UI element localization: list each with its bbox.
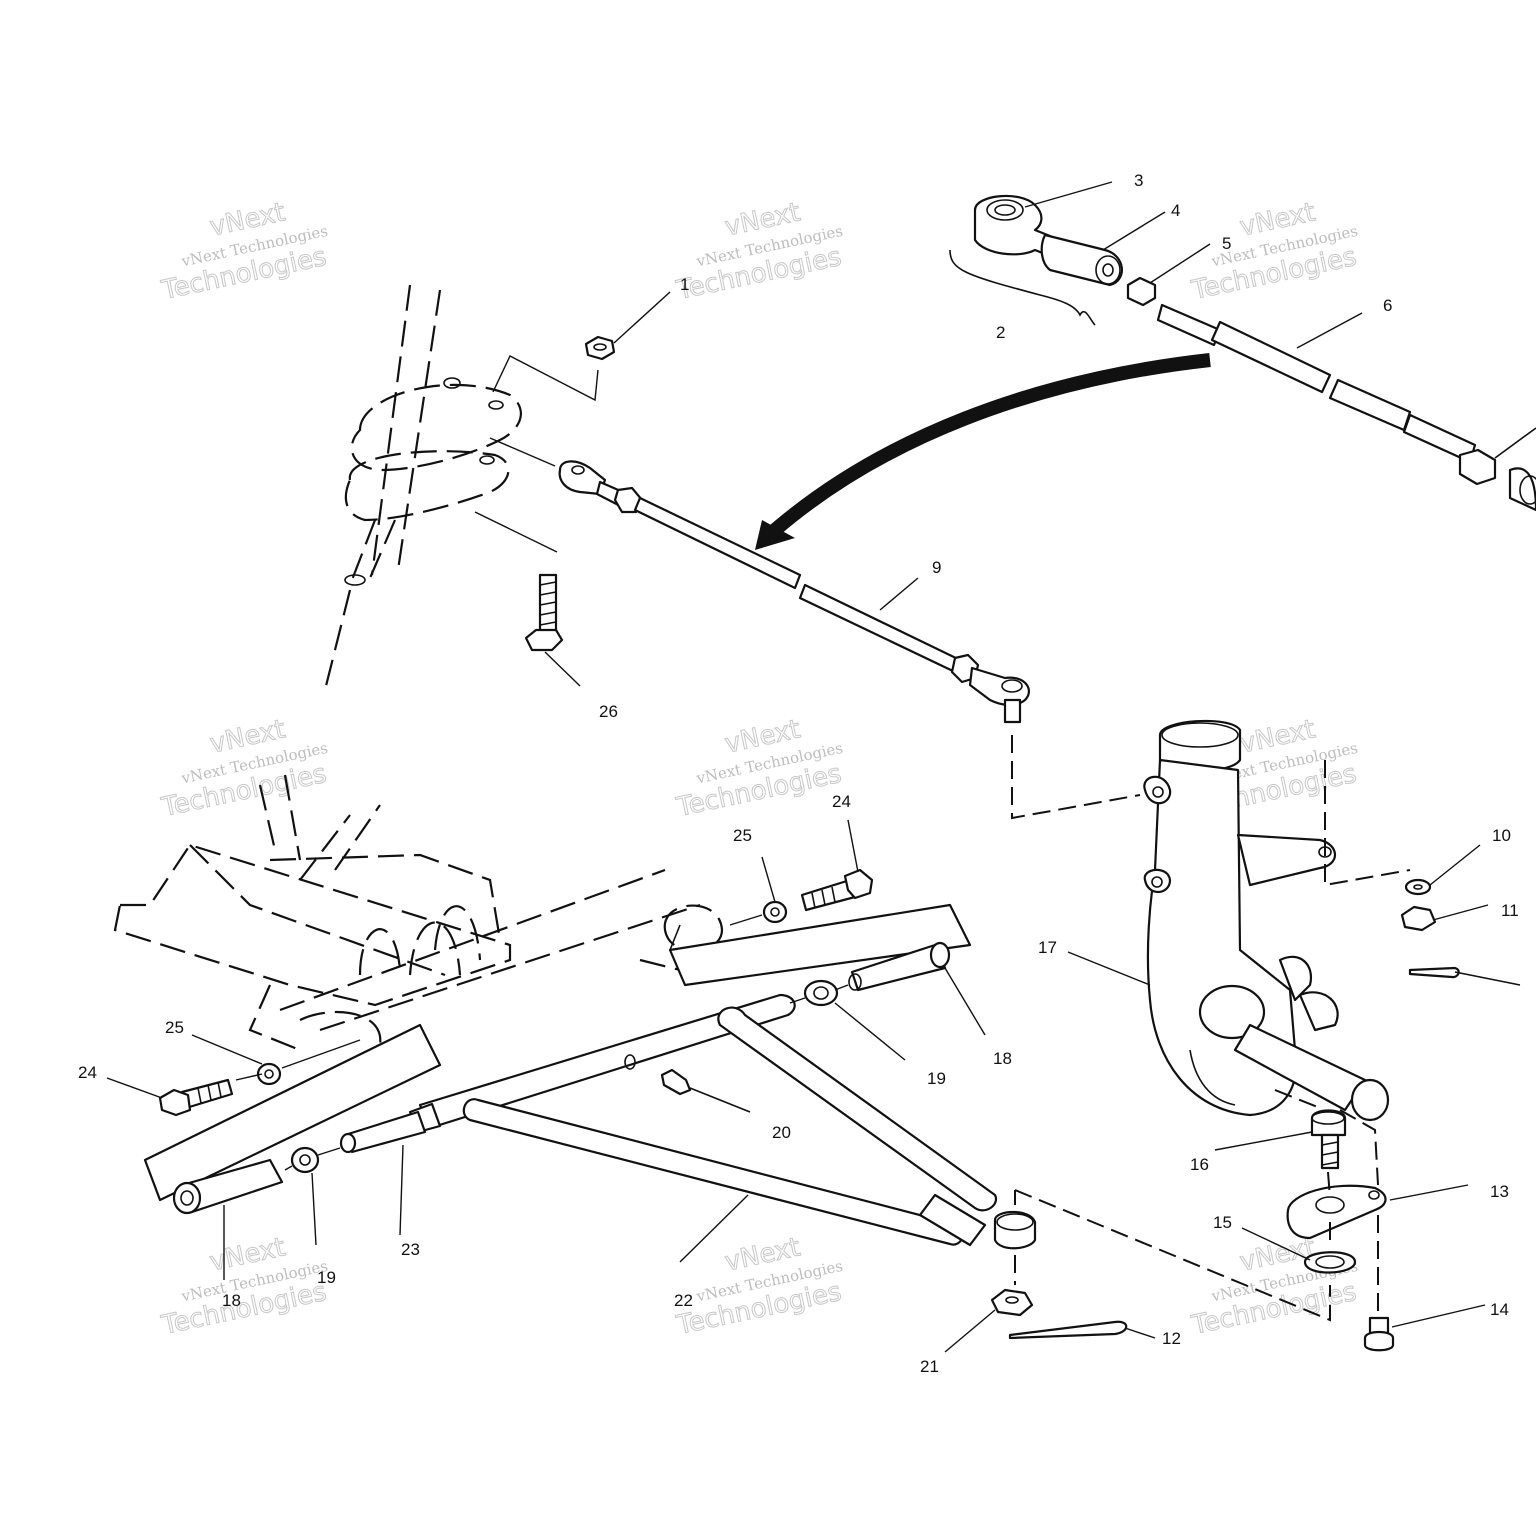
- callout-17: 17: [1038, 938, 1057, 957]
- assembly-line-arm-nut: [1324, 760, 1411, 887]
- callout-6: 6: [1383, 296, 1392, 315]
- seal-part-15: [1303, 1251, 1357, 1274]
- assembly-line-bolt: [474, 511, 558, 553]
- callout-24-front: 24: [78, 1063, 97, 1082]
- bolt-part-16: [1310, 1109, 1347, 1170]
- bushing-part-19-rear: [803, 979, 839, 1007]
- watermark-top-left: vNext vNext Technologies Technologies: [158, 197, 330, 307]
- callout-1: 1: [680, 275, 689, 294]
- nut-part-11: [1400, 905, 1437, 932]
- watermark-mid-center: vNext vNext Technologies Technologies: [673, 714, 845, 824]
- callout-3: 3: [1134, 171, 1143, 190]
- callout-2: 2: [996, 323, 1005, 342]
- assembly-line-rear-bolt: [729, 914, 763, 926]
- watermark-bottom-left: vNext vNext Technologies Technologies: [158, 1232, 330, 1342]
- assembly-line-bushing: [789, 984, 849, 1004]
- curved-arrow: [755, 353, 1211, 550]
- bolt-part-24-front: [158, 1078, 234, 1117]
- cotter-pin-right: [1408, 966, 1521, 986]
- callout-19-rear: 19: [927, 1069, 946, 1088]
- mount-bracket-rear: [668, 903, 972, 987]
- a-arm-part-22: [408, 993, 1037, 1250]
- washer-part-25-front: [256, 1062, 282, 1086]
- frame-phantom: [113, 774, 724, 1052]
- screw-part-14: [1363, 1316, 1395, 1352]
- callout-19-front: 19: [317, 1268, 336, 1287]
- adjuster-rod-part-6: [1156, 303, 1536, 512]
- callout-15: 15: [1213, 1213, 1232, 1232]
- plate-part-13: [1286, 1184, 1387, 1240]
- callout-13: 13: [1490, 1182, 1509, 1201]
- washer-part-25-rear: [762, 900, 788, 924]
- assembly-line-ball-joint: [1014, 1189, 1331, 1322]
- callout-20: 20: [772, 1123, 791, 1142]
- nut-part-5: [1126, 276, 1157, 307]
- callout-25-rear: 25: [733, 826, 752, 845]
- castle-nut-part-21: [990, 1288, 1034, 1317]
- callout-9: 9: [932, 558, 941, 577]
- grease-fitting-part-20: [660, 1068, 751, 1113]
- callout-10: 10: [1492, 826, 1511, 845]
- callout-22: 22: [674, 1291, 693, 1310]
- assembly-line-knuckle-plate: [1274, 1089, 1379, 1312]
- callout-5: 5: [1222, 234, 1231, 253]
- watermark-top-right: vNext vNext Technologies Technologies: [1188, 197, 1360, 307]
- bracket-part-2: [949, 249, 1096, 326]
- bolt-part-24-rear: [800, 868, 874, 912]
- callout-26: 26: [599, 702, 618, 721]
- jam-nut-part-4: [1040, 233, 1123, 287]
- callout-labels: 1 2 3 4 5 6 9 10 11 12 13 14 15 16 17 18…: [78, 171, 1519, 1376]
- bushing-part-19-front: [290, 1146, 320, 1174]
- nut-part-1: [584, 335, 616, 361]
- callout-14: 14: [1490, 1300, 1509, 1319]
- callout-25-front: 25: [165, 1018, 184, 1037]
- watermark-top-center: vNext vNext Technologies Technologies: [673, 197, 845, 307]
- washer-part-10: [1404, 878, 1432, 896]
- callout-21: 21: [920, 1357, 939, 1376]
- spindle-part-17: [1143, 719, 1390, 1122]
- steering-post-phantom: [323, 284, 522, 691]
- assembly-line-front-sleeve: [284, 1147, 341, 1171]
- callout-23: 23: [401, 1240, 420, 1259]
- callout-4: 4: [1171, 201, 1180, 220]
- mount-bracket-front: [143, 1023, 442, 1202]
- assembly-line-tierod: [489, 437, 556, 467]
- watermark-mid-left: vNext vNext Technologies Technologies: [158, 714, 330, 824]
- watermark-bottom-center: vNext vNext Technologies Technologies: [673, 1232, 845, 1342]
- tie-rod-end-part-3: [973, 194, 1062, 260]
- callout-24-rear: 24: [832, 792, 851, 811]
- callout-12: 12: [1162, 1329, 1181, 1348]
- callout-18-front: 18: [222, 1291, 241, 1310]
- sleeve-part-18-front: [172, 1158, 284, 1215]
- bolt-part-26: [524, 573, 564, 652]
- sleeve-part-23: [339, 1110, 427, 1154]
- assembly-line-tierod-spindle: [1011, 735, 1141, 820]
- assembly-line-nut: [492, 355, 599, 402]
- callout-16: 16: [1190, 1155, 1209, 1174]
- leader-lines: [106, 181, 1489, 1353]
- callout-11: 11: [1501, 901, 1519, 920]
- assembly-line-front-bolt: [235, 1039, 361, 1081]
- tie-rod-assembly: [558, 460, 1030, 724]
- cotter-pin-part-12: [1008, 1320, 1128, 1340]
- callout-18-rear: 18: [993, 1049, 1012, 1068]
